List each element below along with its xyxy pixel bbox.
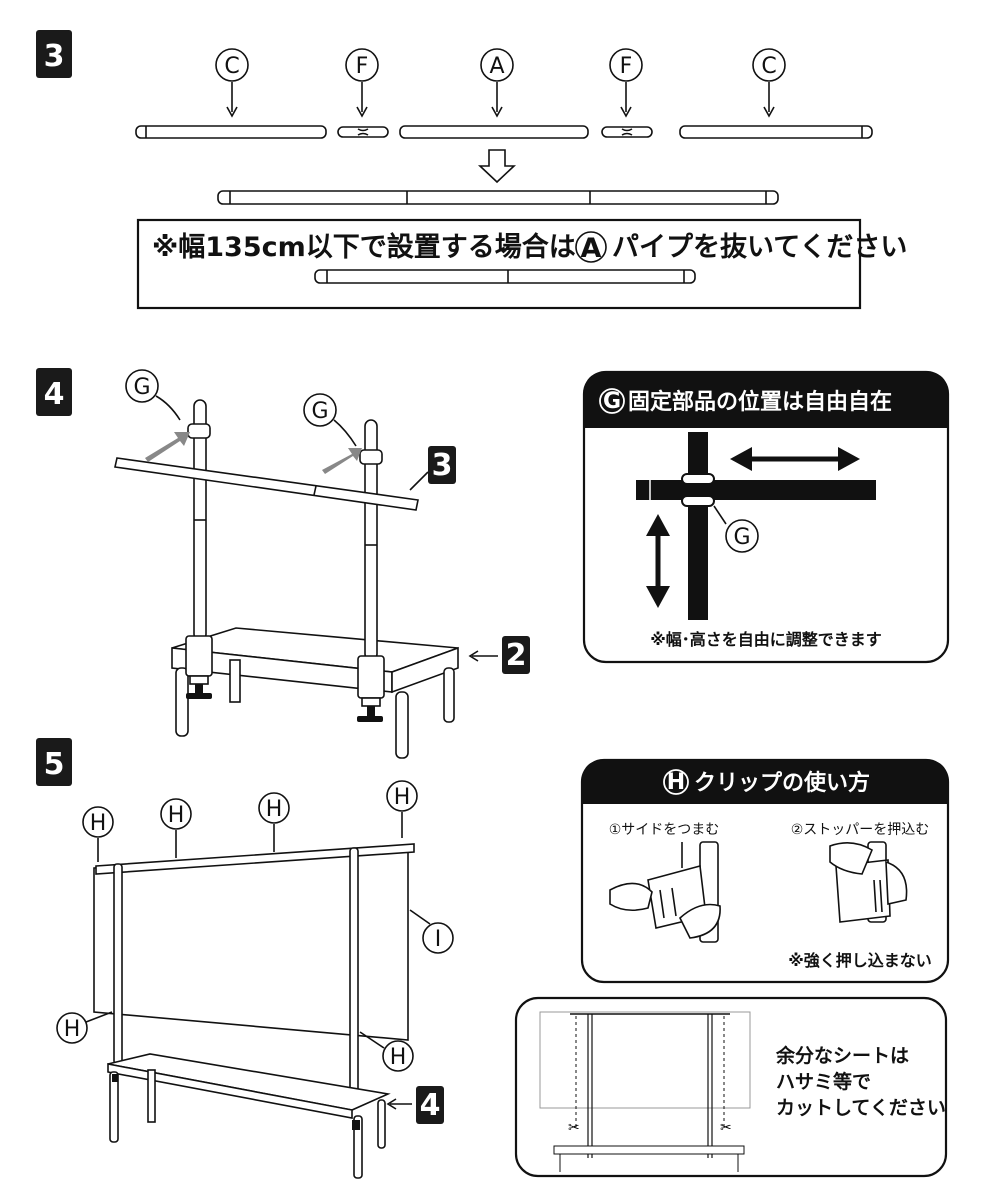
right-pole-5: [349, 847, 359, 1109]
clamp-top: [681, 473, 715, 485]
cut-note-line3: カットしてください: [776, 1097, 946, 1119]
grey-arrow-left-icon: [145, 432, 190, 462]
panel-g-title: 固定部品の位置は自由自在: [628, 389, 892, 415]
clamp-bottom: [681, 495, 715, 507]
vertical-pole: [688, 432, 708, 620]
h-label-3: H: [258, 792, 290, 852]
panel-g: G 固定部品の位置は自由自在 G ※幅･高さを自由に調整できます: [582, 370, 950, 664]
step-4-badge: [36, 368, 72, 416]
step-5-number: 5: [44, 747, 65, 782]
left-pole-5: [113, 863, 123, 1065]
note-circle-a: A: [581, 233, 602, 264]
panel-h-title-circle: H: [667, 770, 685, 795]
short-pipe: [314, 269, 696, 284]
svg-text:I: I: [435, 927, 442, 952]
svg-text:H: H: [394, 785, 411, 810]
ref-4-badge: [416, 1086, 444, 1124]
note-suffix: パイプを抜いてください: [612, 232, 907, 263]
crossbar-3: [114, 457, 419, 511]
pipe-label-c-right: C: [752, 48, 786, 118]
ref-3-arrow: [409, 471, 429, 491]
svg-text:G: G: [133, 375, 150, 400]
svg-text:H: H: [90, 811, 107, 836]
clip-warning: ※強く押し込まない: [788, 951, 932, 970]
top-crossbar: [95, 843, 415, 875]
svg-text:G: G: [733, 525, 750, 550]
scissors-icon-left: ✂: [568, 1120, 580, 1136]
panel-cut: ✂ ✂ 余分なシートは ハサミ等で カットしてください: [514, 996, 948, 1178]
svg-text:C: C: [224, 54, 239, 79]
g-label-right: G: [303, 393, 357, 447]
svg-text:F: F: [356, 54, 369, 79]
svg-text:H: H: [64, 1017, 81, 1042]
cut-note-line1: 余分なシートは: [775, 1044, 909, 1067]
scissors-icon-right: ✂: [720, 1120, 732, 1136]
grey-arrow-right-icon: [322, 448, 362, 474]
vertical-double-arrow-icon: [646, 514, 670, 608]
clip-pinch-illustration: [609, 841, 721, 943]
step-3-section: 3 C F A F C: [36, 30, 907, 310]
step-4-section: 4: [36, 368, 530, 759]
assembled-pipe: [217, 190, 779, 205]
cut-note-line2: ハサミ等で: [776, 1070, 871, 1093]
note-box: [136, 218, 862, 310]
step-5-badge: [36, 738, 72, 786]
h-label-1: H: [82, 806, 114, 862]
svg-text:F: F: [620, 54, 633, 79]
svg-text:C: C: [761, 54, 776, 79]
down-arrow-icon: [477, 149, 517, 184]
step-4-number: 4: [44, 377, 65, 412]
h-label-5: H: [56, 1011, 113, 1044]
pipe-c-left: [135, 125, 327, 139]
clip-step-2: ②ストッパーを押込む: [791, 822, 930, 838]
svg-text:H: H: [168, 803, 185, 828]
svg-text:A: A: [489, 54, 504, 79]
ref-2-badge: [502, 636, 530, 674]
right-pole: [357, 419, 385, 722]
g-label-left: G: [125, 369, 181, 421]
table-2: [171, 627, 459, 759]
pipe-label-c-left: C: [215, 48, 249, 118]
pipe-f-left: [337, 126, 389, 138]
panel-g-label: G: [713, 505, 759, 553]
pipe-f-right: [601, 126, 653, 138]
step-5-section: 5 H H H: [36, 738, 454, 1179]
panel-h-title: クリップの使い方: [694, 770, 870, 796]
svg-text:H: H: [266, 797, 283, 822]
sheet-i: [93, 847, 409, 1041]
ref-3-number: 3: [432, 448, 453, 483]
pipe-label-f-left: F: [345, 48, 379, 118]
horizontal-double-arrow-icon: [730, 447, 860, 471]
ref-3-badge: [428, 446, 456, 484]
note-prefix: ※幅135cm以下で設置する場合は: [152, 231, 576, 263]
step-3-badge: [36, 30, 72, 78]
bench-4: [107, 1053, 391, 1179]
pipe-a: [399, 125, 589, 139]
step-3-number: 3: [44, 39, 65, 74]
svg-text:H: H: [390, 1045, 407, 1070]
h-label-4: H: [386, 780, 418, 838]
left-pole: [185, 399, 213, 699]
pipe-label-f-right: F: [609, 48, 643, 118]
svg-text:G: G: [311, 399, 328, 424]
i-label: I: [409, 909, 454, 954]
h-label-6: H: [359, 1031, 414, 1072]
pipe-c-right: [679, 125, 873, 139]
clip-push-illustration: [829, 841, 908, 923]
pipe-label-a: A: [480, 48, 514, 118]
ref-2-number: 2: [506, 638, 527, 673]
panel-g-note: ※幅･高さを自由に調整できます: [650, 630, 882, 649]
horizontal-pipe: [636, 480, 876, 500]
clip-step-1: ①サイドをつまむ: [609, 822, 720, 838]
ref-4-number: 4: [420, 1088, 441, 1123]
panel-h: H クリップの使い方 ①サイドをつまむ ②ストッパーを押込む ※強く押し込まない: [580, 758, 950, 984]
panel-g-title-circle: G: [603, 389, 621, 414]
h-label-2: H: [160, 798, 192, 858]
